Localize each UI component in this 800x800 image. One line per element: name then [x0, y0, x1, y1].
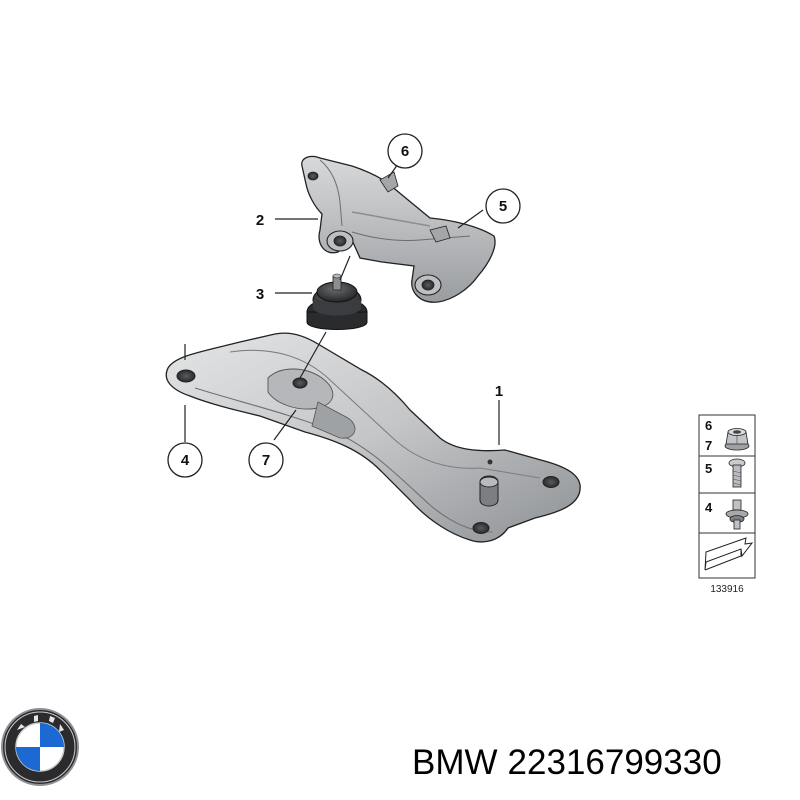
legend-label-5: 5	[705, 461, 712, 476]
bolt-icon	[728, 458, 746, 488]
fastener-legend: 6 7 5 4	[698, 414, 756, 595]
callout-6: 6	[387, 133, 423, 169]
svg-text:5: 5	[499, 198, 507, 215]
callout-5: 5	[485, 188, 521, 224]
part-number: 22316799330	[507, 743, 722, 782]
rubber-mount-part	[306, 273, 368, 330]
callout-2: 2	[256, 212, 264, 229]
hex-flange-nut-icon	[724, 428, 750, 451]
svg-text:6: 6	[401, 143, 409, 160]
brand-name: BMW	[412, 743, 498, 782]
washer-screw-icon	[725, 499, 749, 530]
callout-3: 3	[256, 286, 264, 303]
callout-7: 7	[248, 442, 284, 478]
svg-text:4: 4	[181, 452, 190, 469]
diagram-reference-code: 133916	[710, 584, 744, 595]
leader-lines	[184, 163, 500, 445]
callout-4: 4	[167, 442, 203, 478]
callout-1: 1	[495, 383, 503, 400]
legend-label-6: 6	[705, 418, 712, 433]
svg-text:7: 7	[262, 452, 270, 469]
legend-label-7: 7	[705, 438, 712, 453]
svg-text:2: 2	[256, 212, 264, 229]
crossmember-part	[165, 332, 581, 543]
svg-text:3: 3	[256, 286, 264, 303]
bmw-roundel-icon	[1, 708, 79, 786]
forward-arrow-icon	[704, 537, 754, 571]
mount-bracket-part	[301, 155, 496, 303]
legend-label-4: 4	[705, 500, 713, 515]
svg-text:1: 1	[495, 383, 503, 400]
